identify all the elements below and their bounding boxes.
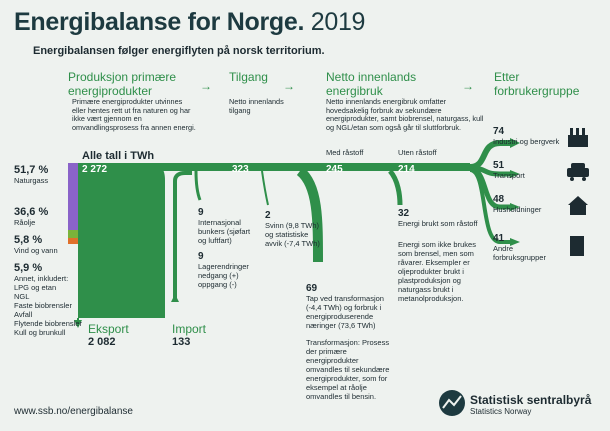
header-tilgang-desc: Netto innenlands tilgang [229,97,284,115]
source-vind: 5,8 % Vind og vann [14,234,58,255]
import-arrow-icon [171,294,179,302]
export-label: Eksport 2 082 [88,322,129,348]
header-netto: Netto innenlands energibruk [326,70,417,98]
all-in-twh-label: Alle tall i TWh [82,150,155,162]
production-value: 2 272 [82,164,108,175]
consumer-transport: 51 Transport [493,160,525,180]
car-icon [567,163,589,181]
source-annet: 5,9 % Annet, inkludert: LPG og etan NGL … [14,262,82,337]
raastoff-note: 32 Energi brukt som råstoff Energi som i… [398,208,478,303]
uten-value: 214 [398,164,415,175]
source-bar-vind [68,230,78,238]
import-flow [173,171,192,300]
lager-note: 9 Lagerendringer nedgang (+) oppgang (-) [198,251,249,289]
consumer-husholdninger: 48 Husholdninger [493,194,542,214]
house-icon [568,196,588,215]
factory-icon [568,128,588,147]
svg-text:→: → [462,79,474,93]
export-flow-band [78,244,153,318]
source-naturgass: 51,7 % Naturgass [14,164,49,185]
import-label: Import 133 [172,322,207,348]
transformasjon-note: 69 Tap ved transformasjon (-4,4 TWh) og … [306,283,390,401]
bunkers-note: 9 Internasjonal bunkers (sjøfart og luft… [198,207,251,245]
transformasjon-flow [296,167,323,263]
main-flow-band [150,163,470,171]
header-netto-desc: Netto innenlands energibruk omfatter hov… [326,97,484,132]
uten-raastoff-label: Uten råstoff [398,148,437,157]
source-raolje: 36,6 % Råolje [14,206,49,227]
export-arrow-icon [74,320,82,328]
med-raastoff-label: Med råstoff [326,148,364,157]
footer-url[interactable]: www.ssb.no/energibalanse [14,406,133,417]
header-produksjon: Produksjon primære energiprodukter [68,70,177,98]
header-etter: Etter forbrukergruppe [494,70,580,98]
bunkers-flow [194,170,202,201]
svinn-note: 2 Svinn (9,8 TWh) og statistiske avvik (… [265,210,320,248]
tilgang-value: 323 [232,164,249,175]
svg-text:→: → [200,79,212,93]
consumer-industri: 74 Industri og bergverk [493,126,560,146]
building-icon [570,236,584,256]
source-bar-naturgass [68,163,78,230]
raastoff-flow [388,169,403,206]
page-title: Energibalanse for Norge. 2019 [14,8,366,36]
ssb-logo: Statistisk sentralbyrå Statistics Norway [470,393,592,416]
netto-value: 245 [326,164,343,175]
page-subtitle: Energibalansen følger energiflyten på no… [33,45,325,57]
consumer-andre: 41 Andre forbruksgrupper [493,233,546,262]
source-bar-annet [68,238,78,244]
ssb-logo-icon [439,390,465,416]
header-produksjon-desc: Primære energiprodukter utvinnes eller h… [72,97,196,132]
svinn-flow [261,170,269,206]
consumer-flow-andre [469,168,510,244]
header-tilgang: Tilgang [229,70,268,84]
svg-text:→: → [283,79,295,93]
